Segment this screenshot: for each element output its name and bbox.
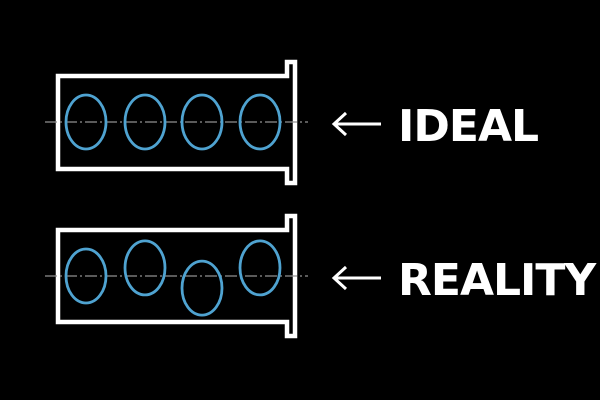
reality-cylinders	[64, 239, 282, 317]
ideal-label: IDEAL	[398, 101, 538, 152]
reality-cylinder-2	[123, 239, 167, 297]
row-reality: REALITY	[45, 213, 598, 339]
reality-cylinder-4	[238, 239, 282, 297]
reality-arrow-icon	[331, 265, 381, 291]
ideal-cylinder-2	[123, 93, 167, 151]
reality-cylinder-3	[180, 259, 224, 317]
reality-housing-outline	[55, 213, 298, 339]
reality-label: REALITY	[398, 255, 597, 306]
ideal-cylinder-1	[64, 93, 108, 151]
row-ideal: IDEAL	[45, 59, 539, 186]
ideal-cylinder-3	[180, 93, 224, 151]
ideal-housing-outline	[55, 59, 298, 186]
ideal-cylinder-4	[238, 93, 282, 151]
ideal-cylinders	[64, 93, 282, 151]
ideal-arrow-icon	[331, 111, 381, 137]
reality-cylinder-1	[64, 247, 108, 305]
